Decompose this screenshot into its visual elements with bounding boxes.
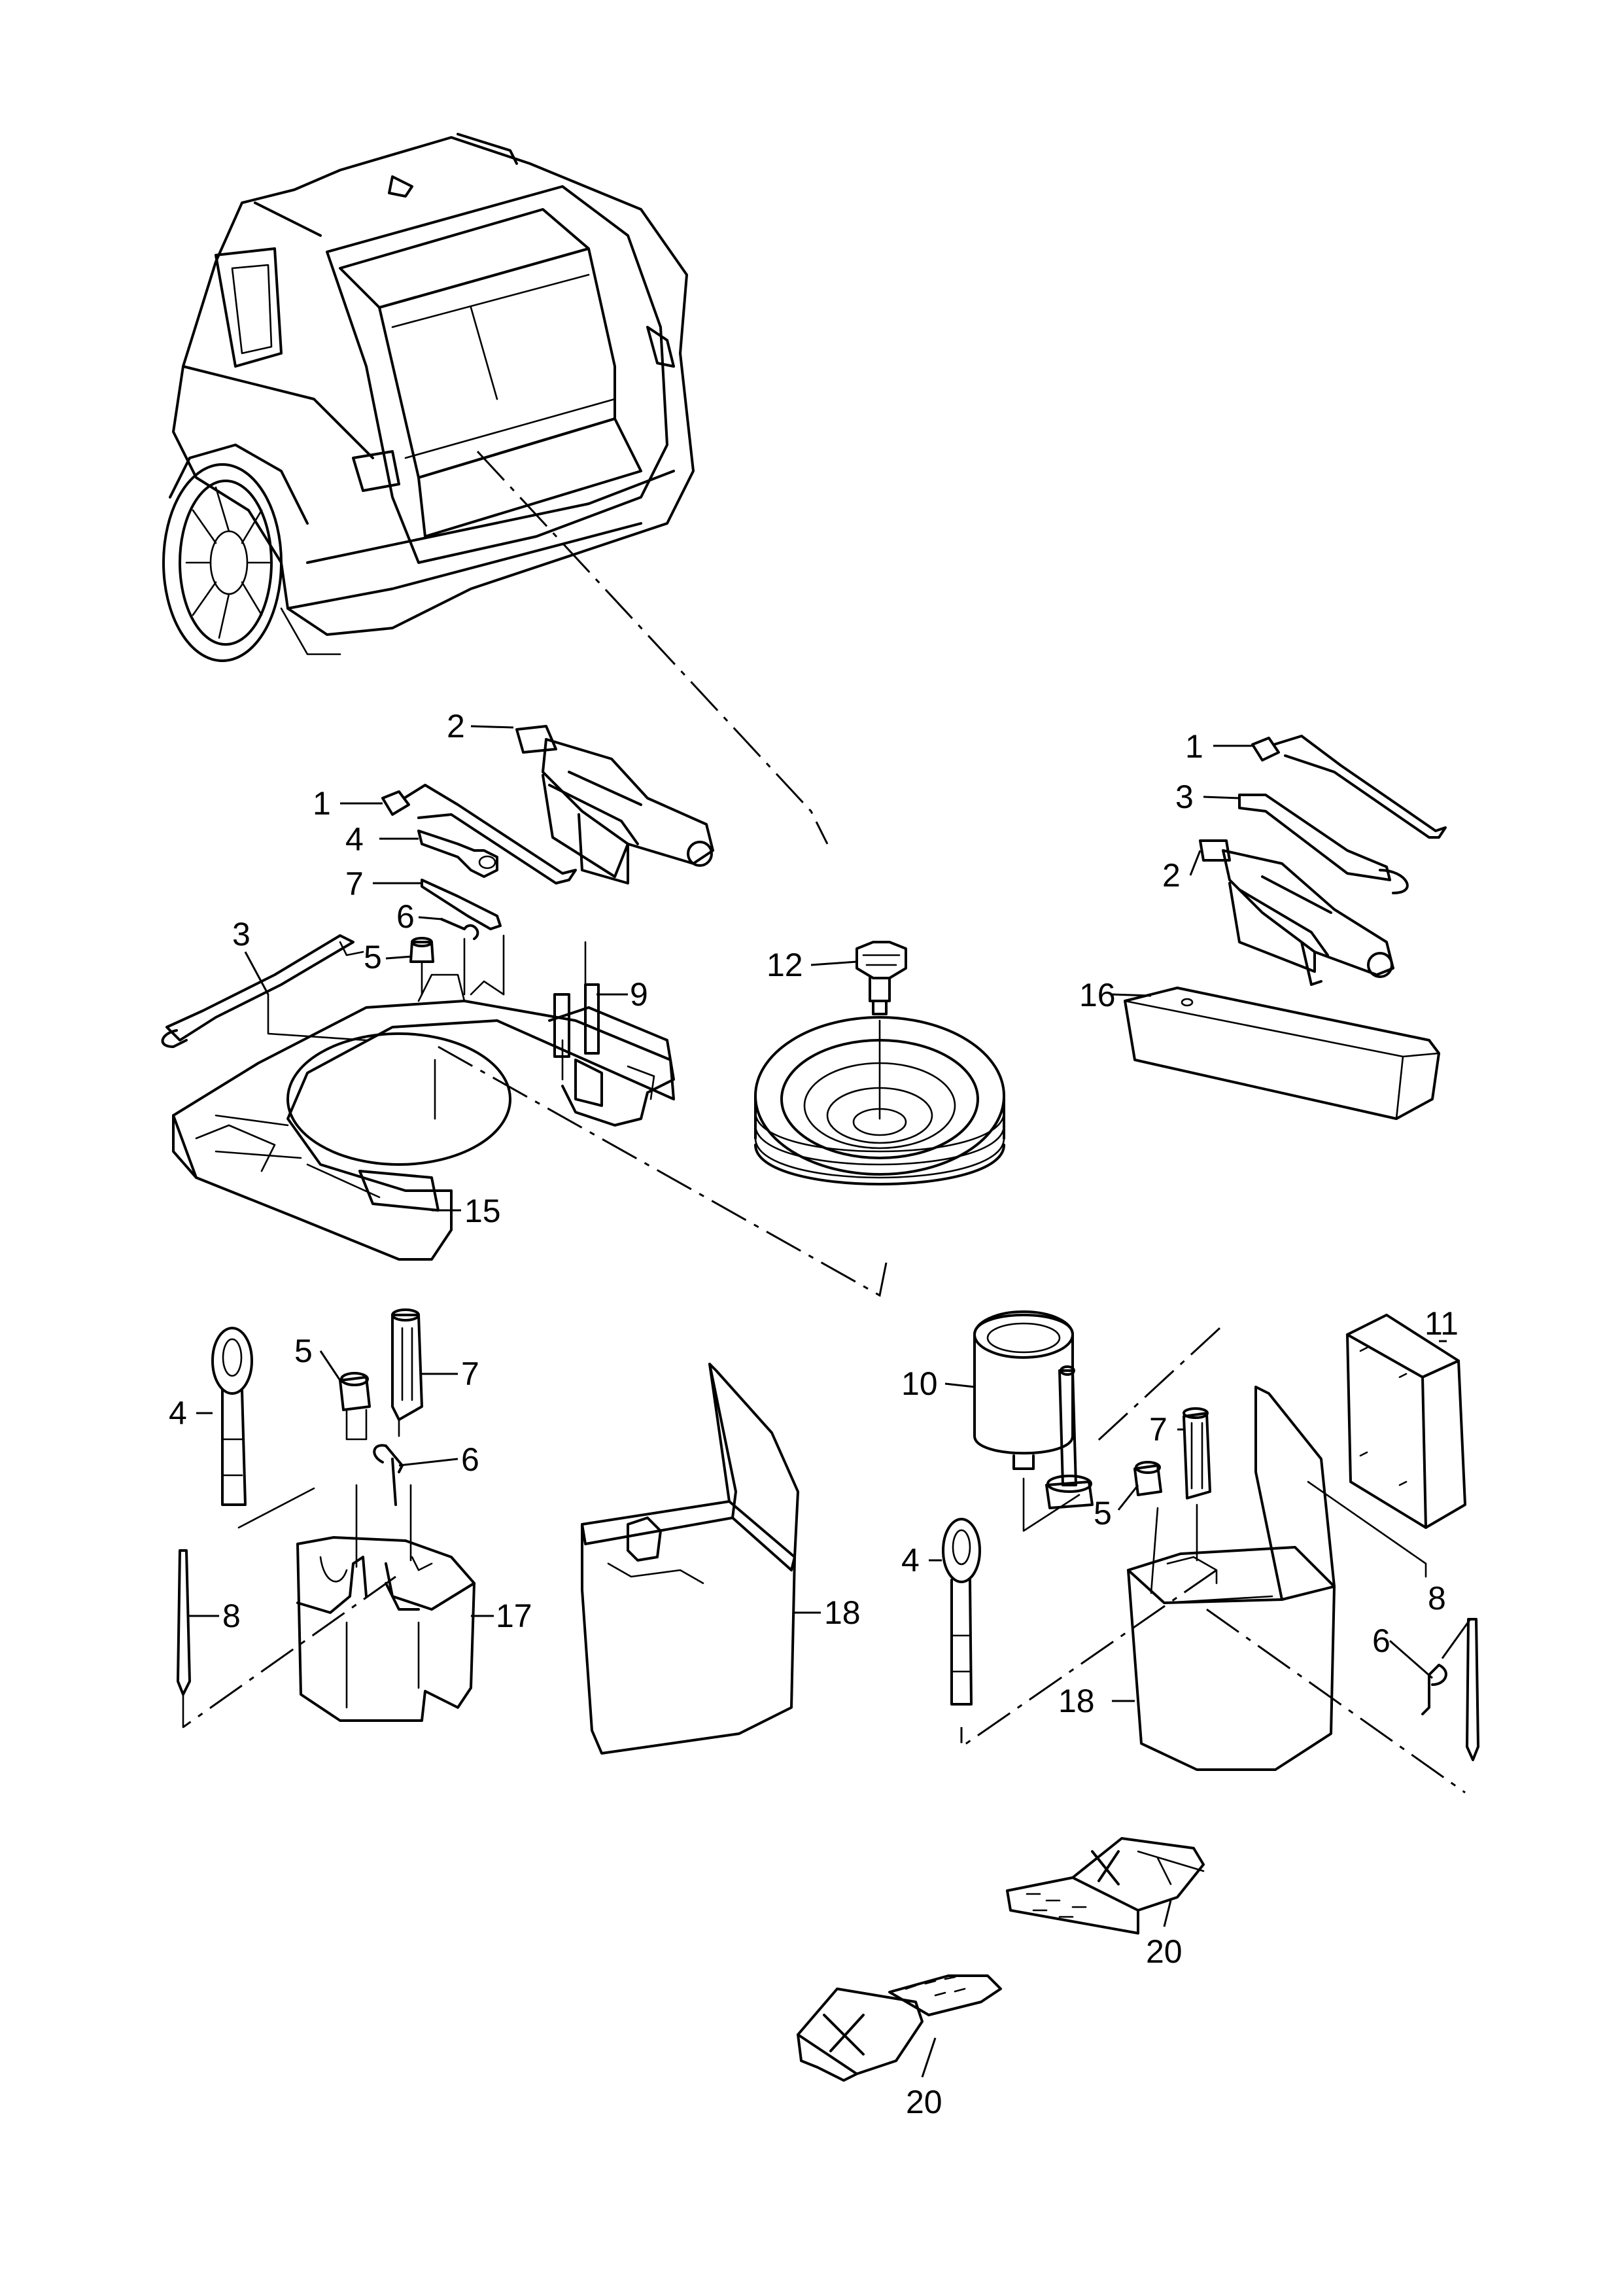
callout-screw-mr: 7: [1149, 1411, 1167, 1448]
callout-pin-ml: 8: [222, 1598, 241, 1634]
callout-bag-mr: 18: [1058, 1683, 1095, 1719]
tow-eye-mr: [942, 1518, 981, 1706]
callout-bag-mc: 18: [824, 1594, 861, 1631]
callout-box: 16: [1079, 977, 1116, 1013]
cap-ml: [339, 1372, 371, 1441]
screwdriver-ml: [391, 1308, 423, 1437]
wheel-bolt-cap-left: [409, 937, 434, 996]
callout-cap-mr: 5: [1094, 1495, 1112, 1532]
holder-17-link-line: [182, 1575, 396, 1728]
callout-jack-tr: 2: [1162, 857, 1181, 894]
trunk-link-line: [476, 450, 829, 845]
hook-mr: [1421, 1664, 1447, 1715]
vehicle-rear-view: [162, 133, 695, 662]
tool-holder-17: [296, 1536, 475, 1722]
pin-ml: [177, 1549, 191, 1696]
screwdriver-mr: [1183, 1407, 1211, 1499]
callout-cap-ml: 5: [294, 1333, 313, 1369]
pin-mr: [1466, 1618, 1479, 1761]
callout-jack-tl: 2: [447, 708, 465, 745]
callout-holder: 17: [496, 1598, 532, 1634]
jack-bar-left: [553, 983, 600, 1058]
leader-lines: [188, 725, 1472, 2078]
callout-strap-tl: 3: [232, 916, 251, 953]
callout-chock-r: 20: [1146, 1933, 1183, 1970]
hook-ml: [373, 1444, 404, 1506]
wheel-wrench-right: [1251, 735, 1447, 839]
compressor-link-line: [1091, 1327, 1221, 1447]
wheel-wrench-left: [381, 784, 577, 885]
bag-18-link-line: [960, 1569, 1466, 1794]
holder-leader-lines: [237, 1484, 412, 1568]
compressor-leader-lines: [1022, 1477, 1080, 1532]
callout-strap-tr: 3: [1175, 779, 1194, 815]
callout-wrench-tl: 1: [313, 785, 331, 822]
spare-wheel: [754, 1016, 1005, 1185]
scissor-jack-right: [1199, 839, 1394, 986]
callout-case: 11: [1425, 1305, 1459, 1342]
callout-eye-tl: 4: [345, 821, 364, 858]
callout-screwdriver-tl: 7: [345, 866, 364, 902]
callout-bolt: 12: [767, 947, 803, 983]
callout-hook-mr: 6: [1372, 1622, 1391, 1659]
tool-tray-assembly: [172, 934, 888, 1297]
tow-eye-left: [417, 830, 498, 878]
compressor-hose-and-bottle: [1045, 1365, 1094, 1509]
wheel-chock-right: [1006, 1837, 1205, 1935]
scissor-jack-left: [515, 725, 714, 885]
callout-numbers: 2 1 4 7 6 5 3 9 15 12 1 3 2 16 5 7 4 6 8…: [169, 708, 1459, 2120]
callout-tray: 15: [464, 1193, 501, 1229]
callout-eye-mr: 4: [901, 1542, 920, 1579]
callout-comp: 10: [901, 1365, 938, 1402]
hook-left: [440, 918, 479, 996]
cap-mr: [1133, 1461, 1162, 1496]
wheel-chock-left: [797, 1974, 1002, 2082]
central-bolt: [855, 941, 907, 1015]
callout-bar-tl: 9: [630, 976, 648, 1013]
tow-eye-ml: [211, 1327, 253, 1506]
callout-chock-l: 20: [906, 2084, 942, 2120]
callout-cap-tl: 5: [364, 939, 382, 975]
compressor: [973, 1310, 1074, 1470]
tie-strap-right: [1238, 794, 1409, 894]
tool-bag-18-center: [581, 1363, 799, 1755]
callout-pin-mr: 8: [1428, 1580, 1446, 1617]
callout-hook-ml: 6: [461, 1441, 479, 1478]
callout-hook-tl: 6: [396, 898, 415, 935]
callout-eye-ml: 4: [169, 1395, 187, 1431]
tie-strap-left: [161, 934, 364, 1048]
screwdriver-left: [421, 879, 502, 930]
callout-screw-ml: 7: [461, 1356, 479, 1392]
repair-case: [1346, 1314, 1466, 1529]
callout-wrench-tr: 1: [1185, 728, 1203, 765]
tool-bag-18-right: [1127, 1386, 1336, 1771]
foam-box: [1124, 987, 1440, 1120]
